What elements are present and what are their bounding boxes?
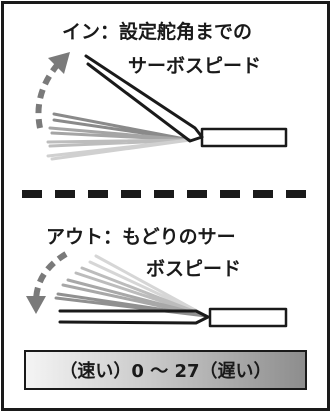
in-ghost-arms — [46, 112, 192, 161]
in-servo-horn — [200, 127, 288, 148]
out-title-line1: アウト：もどりのサー — [46, 226, 236, 248]
section-divider — [22, 190, 306, 198]
speed-scale-bar: （速い）0 〜 27（遅い） — [24, 350, 307, 390]
in-servo-arm — [46, 54, 288, 161]
out-servo-arm — [54, 254, 288, 328]
out-return-arm — [58, 309, 210, 325]
in-title-line1: イン：設定舵角までの — [62, 21, 253, 43]
out-dashed-arrow — [26, 251, 68, 314]
speed-scale-label: （速い）0 〜 27（遅い） — [59, 361, 272, 382]
out-title-line2: ボスピード — [146, 258, 242, 280]
in-title-line2: サーボスピード — [128, 55, 262, 77]
in-dashed-arrow — [35, 52, 70, 129]
out-servo-horn — [208, 307, 288, 328]
out-ghost-arms — [54, 254, 208, 318]
